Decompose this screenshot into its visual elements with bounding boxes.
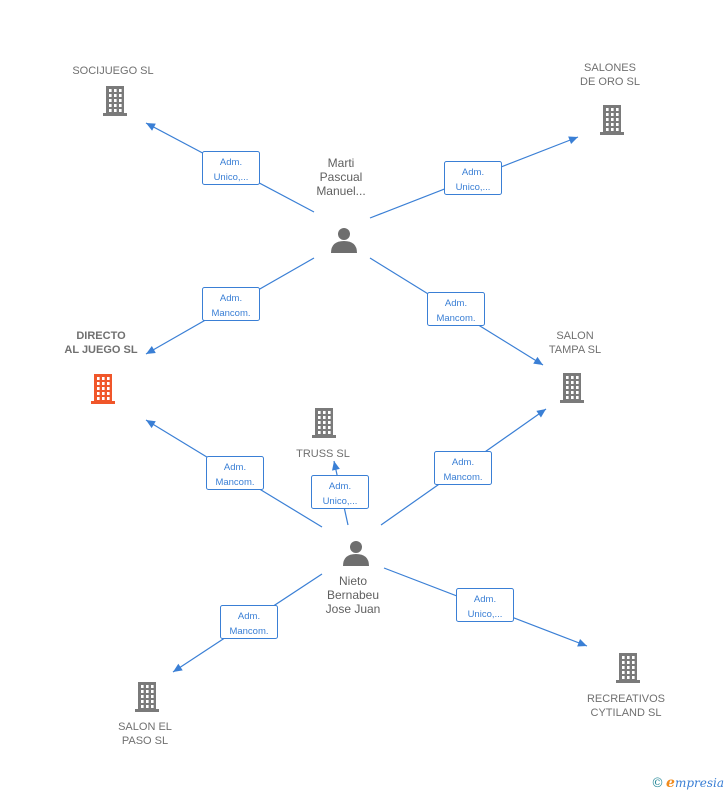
relation-text: Unico,... xyxy=(214,172,249,183)
company-name-salontampa: SALON TAMPA SL xyxy=(549,330,601,356)
arrow-head xyxy=(332,461,340,471)
relation-text: Unico,... xyxy=(456,182,491,193)
building-icon-salones[interactable] xyxy=(600,105,624,135)
relation-label[interactable]: Adm. Unico,... xyxy=(456,588,514,622)
person-icon-nieto[interactable] xyxy=(343,541,369,566)
building-icon-salonpaso[interactable] xyxy=(135,682,159,712)
company-name-salones-line: DE ORO SL xyxy=(580,76,640,88)
person-name-marti-line: Manuel... xyxy=(316,184,365,198)
relation-box[interactable] xyxy=(220,605,278,639)
company-name-salontampa-line: SALON xyxy=(556,330,593,342)
relation-text: Mancom. xyxy=(215,477,254,488)
company-name-truss: TRUSS SL xyxy=(296,448,350,460)
relation-label[interactable]: Adm. Unico,... xyxy=(311,475,369,509)
relation-text: Adm. xyxy=(462,167,484,178)
person-name-marti-line: Marti xyxy=(328,156,355,170)
person-name-marti-line: Pascual xyxy=(320,170,363,184)
company-name-salonpaso-line: SALON EL xyxy=(118,721,172,733)
edge-marti-directo: Adm. Mancom. xyxy=(145,257,315,355)
company-name-salones: SALONES DE ORO SL xyxy=(580,62,640,88)
relation-box[interactable] xyxy=(434,451,492,485)
relation-text: Adm. xyxy=(329,481,351,492)
company-name-truss-line: TRUSS SL xyxy=(296,448,350,460)
company-name-recreativos-line: RECREATIVOS xyxy=(587,693,665,705)
edge-nieto-salonpaso: Adm. Mancom. xyxy=(172,573,323,673)
brand-initial: e xyxy=(666,775,675,791)
arrow-head xyxy=(533,356,543,365)
brand-name: mpresia xyxy=(674,776,724,790)
building-icon-truss[interactable] xyxy=(312,408,336,438)
arrow-head xyxy=(146,420,156,429)
relation-text: Mancom. xyxy=(211,308,250,319)
relation-text: Adm. xyxy=(220,293,242,304)
company-name-recreativos: RECREATIVOS CYTILAND SL xyxy=(587,693,665,719)
relation-text: Unico,... xyxy=(468,609,503,620)
arrow-head xyxy=(536,409,546,418)
empresia-logo[interactable]: ©empresia xyxy=(651,775,724,791)
relation-text: Mancom. xyxy=(436,313,475,324)
relation-text: Adm. xyxy=(474,594,496,605)
building-icon-recreativos[interactable] xyxy=(616,653,640,683)
relation-text: Adm. xyxy=(452,457,474,468)
arrow-head xyxy=(173,663,183,672)
relation-box[interactable] xyxy=(444,161,502,195)
relation-text: Unico,... xyxy=(323,496,358,507)
relation-label[interactable]: Adm. Mancom. xyxy=(434,451,492,485)
company-name-salones-line: SALONES xyxy=(584,62,636,74)
relation-box[interactable] xyxy=(206,456,264,490)
building-icon-directo[interactable] xyxy=(91,374,115,404)
company-name-salontampa-line: TAMPA SL xyxy=(549,344,601,356)
edge-marti-salontampa: Adm. Mancom. xyxy=(369,257,544,366)
relation-box[interactable] xyxy=(427,292,485,326)
relation-text: Adm. xyxy=(220,157,242,168)
building-icon-socijuego[interactable] xyxy=(103,86,127,116)
edge-nieto-directo: Adm. Mancom. xyxy=(145,419,323,528)
relation-label[interactable]: Adm. Mancom. xyxy=(206,456,264,490)
edges-layer: Adm.Unico,...Adm.Unico,...Adm.Mancom.Adm… xyxy=(145,122,588,673)
relation-label[interactable]: Adm. Mancom. xyxy=(427,292,485,326)
relation-label[interactable]: Adm. Mancom. xyxy=(220,605,278,639)
person-name-nieto-line: Nieto xyxy=(339,574,367,588)
nodes-layer: SOCIJUEGO SL SALONES DE ORO SL DIRECTO AL JU… xyxy=(64,62,665,747)
relation-text: Mancom. xyxy=(443,472,482,483)
edge-marti-socijuego: Adm. Unico,... xyxy=(145,122,315,213)
relation-text: Adm. xyxy=(238,611,260,622)
person-icon-marti[interactable] xyxy=(331,228,357,253)
company-name-directo-line: DIRECTO xyxy=(76,330,126,342)
relation-box[interactable] xyxy=(202,287,260,321)
edge-nieto-recreativos: Adm. Unico,... xyxy=(383,567,588,647)
company-name-directo-line: AL JUEGO SL xyxy=(64,344,137,356)
copyright-symbol: © xyxy=(651,776,665,791)
arrow-head xyxy=(146,346,156,354)
relation-box[interactable] xyxy=(456,588,514,622)
arrow-head xyxy=(146,123,156,131)
company-name-directo: DIRECTO AL JUEGO SL xyxy=(64,330,137,356)
company-name-socijuego: SOCIJUEGO SL xyxy=(72,65,153,77)
relation-box[interactable] xyxy=(311,475,369,509)
company-name-socijuego-line: SOCIJUEGO SL xyxy=(72,65,153,77)
relation-text: Adm. xyxy=(224,462,246,473)
company-name-salonpaso: SALON EL PASO SL xyxy=(118,721,172,747)
edge-nieto-salontampa: Adm. Mancom. xyxy=(380,408,547,526)
company-name-recreativos-line: CYTILAND SL xyxy=(591,707,662,719)
relation-label[interactable]: Adm. Unico,... xyxy=(202,151,260,185)
relation-label[interactable]: Adm. Mancom. xyxy=(202,287,260,321)
relation-box[interactable] xyxy=(202,151,260,185)
relation-label[interactable]: Adm. Unico,... xyxy=(444,161,502,195)
arrow-head xyxy=(568,136,578,144)
relation-text: Mancom. xyxy=(229,626,268,637)
company-name-salonpaso-line: PASO SL xyxy=(122,735,168,747)
relation-text: Adm. xyxy=(445,298,467,309)
building-icon-salontampa[interactable] xyxy=(560,373,584,403)
edge-marti-salones: Adm. Unico,... xyxy=(369,136,579,219)
person-name-nieto-line: Jose Juan xyxy=(326,602,381,616)
arrow-head xyxy=(577,639,587,647)
edge-nieto-truss: Adm. Unico,... xyxy=(311,460,369,526)
person-name-nieto-line: Bernabeu xyxy=(327,588,379,602)
